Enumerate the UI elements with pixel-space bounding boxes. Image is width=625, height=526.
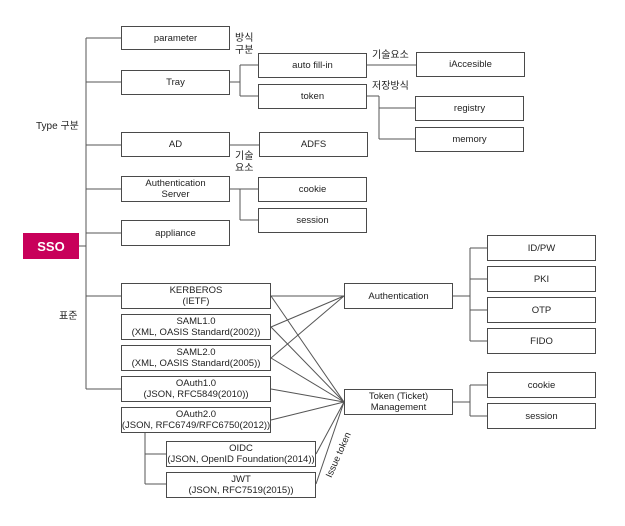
method-label-line2: 구분 [235, 45, 254, 56]
saml2-line1: SAML2.0 [176, 347, 216, 358]
ad-node: AD [121, 132, 230, 157]
token-management-line2: Management [370, 402, 427, 413]
token-node: token [258, 84, 367, 109]
tray-label: Tray [166, 77, 185, 88]
appliance-label: appliance [155, 227, 196, 239]
memory-label: memory [452, 134, 487, 145]
jwt-line1: JWT [231, 474, 251, 485]
authentication-server-node: Authentication Server [121, 176, 230, 202]
tray-node: Tray [121, 70, 230, 95]
memory-node: memory [415, 127, 524, 152]
token-management-node: Token (Ticket) Management [344, 389, 453, 415]
cookie-node-bottom: cookie [487, 372, 596, 398]
oauth1-line1: OAuth1.0 [175, 378, 217, 389]
tech-elements-label: 기술요소 [372, 50, 409, 61]
kerberos-line1: KERBEROS [169, 285, 223, 296]
authentication-server-line2: Server [161, 189, 190, 200]
parameter-label: parameter [153, 32, 198, 44]
registry-label: registry [453, 103, 486, 114]
authentication-server-line1: Authentication [145, 178, 206, 189]
token-management-line1: Token (Ticket) [368, 391, 429, 402]
authentication-label: Authentication [368, 290, 429, 302]
adfs-label: ADFS [300, 139, 327, 150]
oauth1-line2: (JSON, RFC5849(2010)) [143, 389, 249, 400]
jwt-node: JWT (JSON, RFC7519(2015)) [166, 472, 316, 498]
iaccessible-label: iAccesible [449, 59, 492, 70]
adfs-node: ADFS [259, 132, 368, 157]
oidc-line1: OIDC [229, 443, 253, 454]
oauth2-node: OAuth2.0 (JSON, RFC6749/RFC6750(2012)) [121, 407, 271, 433]
pki-node: PKI [487, 266, 596, 292]
cookie-node-top: cookie [258, 177, 367, 202]
oidc-node: OIDC (JSON, OpenID Foundation(2014)) [166, 441, 316, 467]
fido-label: FIDO [530, 335, 553, 347]
saml2-line2: (XML, OASIS Standard(2005)) [131, 358, 261, 369]
saml1-node: SAML1.0 (XML, OASIS Standard(2002)) [121, 314, 271, 340]
fido-node: FIDO [487, 328, 596, 354]
oauth2-line1: OAuth2.0 [175, 409, 217, 420]
otp-label: OTP [531, 304, 552, 316]
registry-node: registry [415, 96, 524, 121]
method-label-line1: 방식 [235, 33, 254, 44]
appliance-node: appliance [121, 220, 230, 246]
cookie-label-top: cookie [298, 184, 327, 195]
parameter-node: parameter [121, 26, 230, 50]
saml1-line1: SAML1.0 [176, 316, 216, 327]
otp-node: OTP [487, 297, 596, 323]
cookie-label-bottom: cookie [527, 379, 556, 391]
tech-elements-label-2-line2: 요소 [235, 163, 254, 174]
oauth2-line2: (JSON, RFC6749/RFC6750(2012)) [121, 420, 271, 431]
token-label: token [300, 91, 325, 102]
oidc-line2: (JSON, OpenID Foundation(2014)) [167, 454, 315, 465]
method-label: 방식 구분 [235, 33, 253, 57]
kerberos-line2: (IETF) [182, 296, 210, 307]
sso-root-label: SSO [37, 238, 65, 254]
jwt-line2: (JSON, RFC7519(2015)) [188, 485, 294, 496]
pki-label: PKI [533, 273, 550, 285]
sso-root-node: SSO [23, 233, 79, 259]
id-pw-node: ID/PW [487, 235, 596, 261]
session-label-top: session [296, 215, 329, 226]
storage-method-label: 저장방식 [372, 81, 409, 92]
ad-label: AD [168, 139, 183, 150]
session-label-bottom: session [525, 410, 558, 422]
session-node-bottom: session [487, 403, 596, 429]
oauth1-node: OAuth1.0 (JSON, RFC5849(2010)) [121, 376, 271, 402]
authentication-node: Authentication [344, 283, 453, 309]
auto-fill-in-label: auto fill-in [292, 60, 333, 71]
session-node-top: session [258, 208, 367, 233]
auto-fill-in-node: auto fill-in [258, 53, 367, 78]
standard-group-label: 표준 [59, 311, 78, 322]
kerberos-node: KERBEROS (IETF) [121, 283, 271, 309]
tech-elements-label-2: 기술 요소 [235, 151, 253, 175]
saml2-node: SAML2.0 (XML, OASIS Standard(2005)) [121, 345, 271, 371]
tech-elements-label-2-line1: 기술 [235, 151, 254, 162]
saml1-line2: (XML, OASIS Standard(2002)) [131, 327, 261, 338]
type-group-label: Type 구분 [36, 121, 79, 132]
iaccessible-node: iAccesible [416, 52, 525, 77]
id-pw-label: ID/PW [527, 242, 556, 254]
